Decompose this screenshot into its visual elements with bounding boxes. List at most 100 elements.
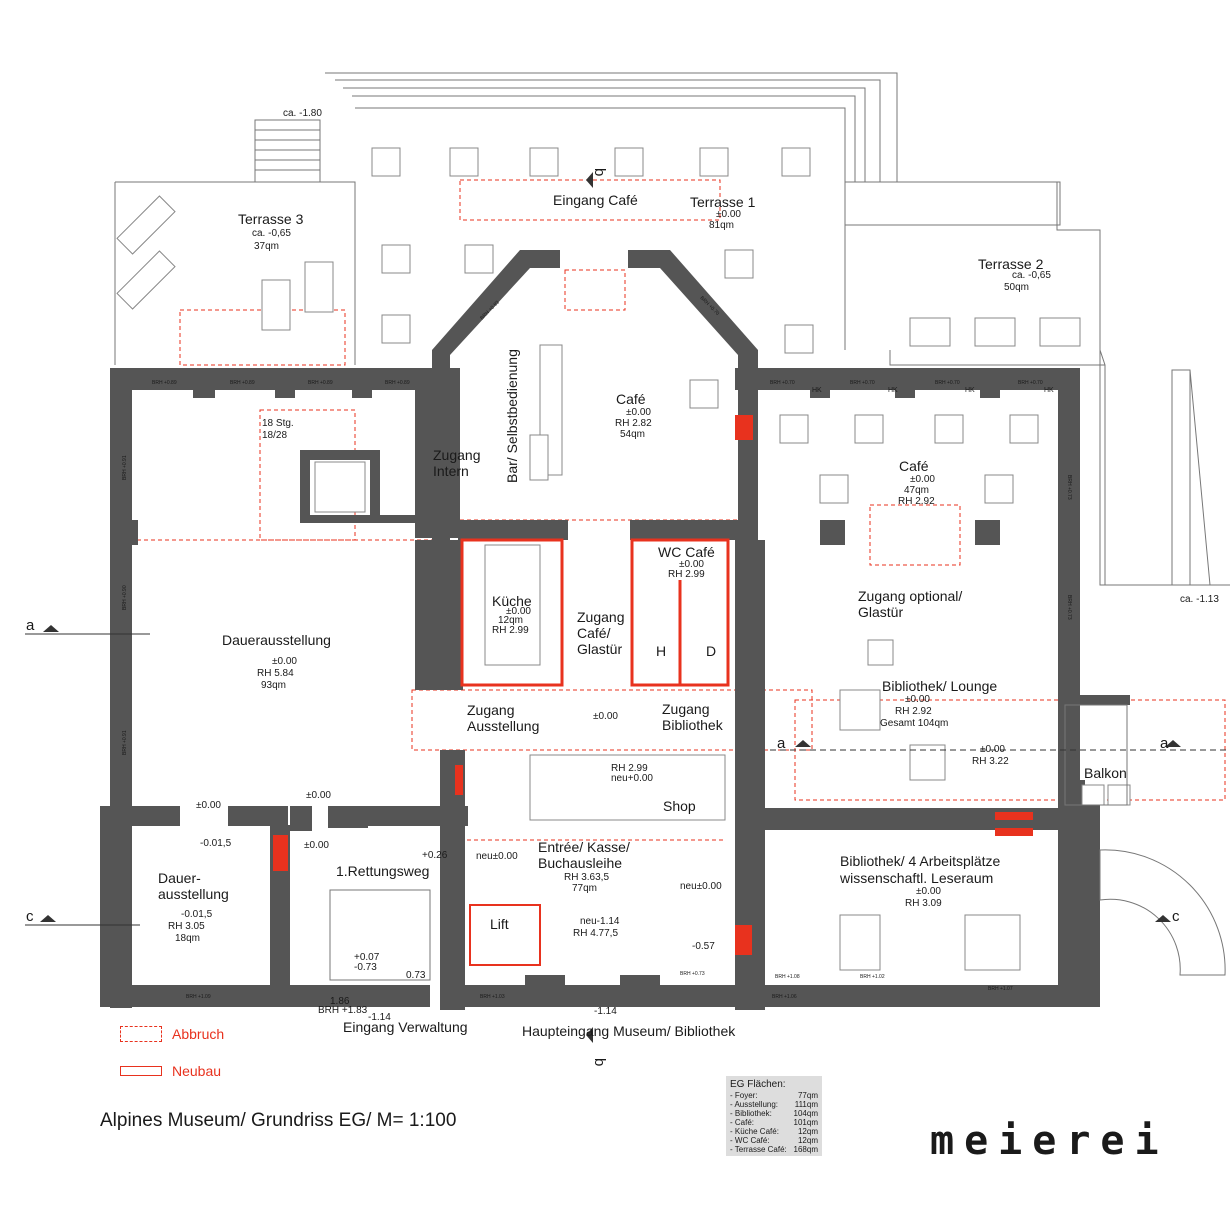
cafe-table — [724, 249, 754, 279]
area-value: 77qm — [797, 1091, 818, 1100]
room-rh: RH 3.09 — [905, 898, 942, 909]
level-mark: ca. -1.80 — [283, 108, 322, 119]
room-rh: RH 2.99 — [611, 763, 648, 774]
area-row: - Küche Café:12qm — [730, 1127, 818, 1136]
legend-swatch-dashed — [120, 1026, 162, 1042]
sill-label: BRH +0.70 — [935, 380, 960, 386]
cafe-table — [854, 414, 884, 444]
terrace-bench — [974, 317, 1016, 347]
sill-label: BRH +0.73 — [1066, 475, 1072, 500]
legend-new-build: Neubau — [120, 1063, 221, 1079]
legend-label: Neubau — [172, 1063, 222, 1079]
room-area: 81qm — [709, 220, 734, 231]
room-name: Bibliothek — [662, 717, 724, 733]
balkon-seat — [1081, 784, 1105, 806]
room-level: ±0.00 — [905, 694, 930, 705]
area-name: - Bibliothek: — [730, 1109, 772, 1118]
room-name: Zugang — [577, 609, 624, 625]
lounge-table — [909, 744, 946, 781]
section-label: c — [1172, 908, 1180, 925]
level-mark: -0.57 — [692, 941, 715, 952]
room-name: Café/ — [577, 625, 611, 641]
cafe-table — [381, 244, 411, 274]
room-level: ±0.00 — [506, 606, 531, 617]
room-level: -0.01,5 — [181, 909, 213, 920]
balkon-rail — [1064, 704, 1128, 806]
labels: ca. -1.80 Terrasse 3 ca. -0,65 37qm Eing… — [26, 108, 1219, 1066]
lounger — [116, 195, 176, 255]
lounger — [304, 261, 334, 313]
bar-counter — [529, 434, 549, 481]
room-area: 37qm — [254, 241, 279, 252]
section-markers — [25, 172, 1230, 1043]
room-name: ausstellung — [158, 886, 229, 902]
room-name: Terrasse 3 — [238, 211, 304, 227]
room-level: ±0.00 — [679, 559, 704, 570]
room-level: ±0.00 — [910, 474, 935, 485]
level-mark: +0.26 — [422, 850, 448, 861]
stair-steps: 18 Stg. — [262, 418, 294, 429]
shop-counter — [529, 754, 726, 821]
hk-mark: HK — [965, 387, 975, 394]
level-mark: ±0.00 — [980, 744, 1005, 755]
level-mark: ±0.00 — [196, 800, 221, 811]
room-rh: RH 2.99 — [668, 569, 705, 580]
room-name: Bar/ Selbstbedienung — [504, 349, 520, 483]
level-mark: -1.14 — [594, 1006, 617, 1017]
east-spiral-stair — [1099, 849, 1226, 976]
terrace-bench — [909, 317, 951, 347]
level-mark: ±0.00 — [306, 790, 331, 801]
room-name: Buchausleihe — [538, 855, 622, 871]
room-area: 93qm — [261, 680, 286, 691]
room-rh: RH 2.92 — [895, 706, 932, 717]
lounge-table — [839, 689, 881, 731]
library-desk — [839, 914, 881, 971]
area-table-heading: EG Flächen: — [730, 1079, 786, 1090]
hk-mark: HK — [888, 387, 898, 394]
area-row: - Terrasse Café:168qm — [730, 1145, 818, 1154]
area-name: - Ausstellung: — [730, 1100, 779, 1109]
level-mark: ca. -1.13 — [1180, 594, 1219, 605]
room-area: 47qm — [904, 485, 929, 496]
room-name: Bibliothek/ Lounge — [882, 678, 997, 694]
room-name: Entrée/ Kasse/ — [538, 839, 630, 855]
west-stair — [329, 889, 431, 981]
room-name: Dauerausstellung — [222, 632, 331, 648]
hk-mark: HK — [812, 387, 822, 394]
cafe-table — [371, 147, 401, 177]
legend-swatch-solid — [120, 1066, 162, 1076]
area-row: - Foyer:77qm — [730, 1091, 818, 1100]
building-walls — [100, 250, 1130, 1010]
terrace-bench — [1039, 317, 1081, 347]
level-mark: neu±0.00 — [680, 881, 722, 892]
room-name: Zugang optional/ — [858, 588, 962, 604]
lounger — [261, 279, 291, 331]
sill-label: BRH +0.91 — [122, 455, 128, 480]
sill-label: BRH +0.90 — [122, 585, 128, 610]
room-level: ±0.00 — [626, 407, 651, 418]
room-rh: RH 3.05 — [168, 921, 205, 932]
cafe-table — [934, 414, 964, 444]
room-rh: RH 3.63,5 — [564, 872, 609, 883]
room-area: 50qm — [1004, 282, 1029, 293]
room-rh: RH 2.82 — [615, 418, 652, 429]
area-value: 12qm — [797, 1136, 818, 1145]
room-level: ca. -0,65 — [1012, 270, 1051, 281]
room-name: Glastür — [858, 604, 903, 620]
lounger — [116, 250, 176, 310]
level-mark: ±0.00 — [593, 711, 618, 722]
entrance-label: Haupteingang Museum/ Bibliothek — [522, 1023, 736, 1039]
section-label: a — [26, 617, 35, 634]
room-name: Glastür — [577, 641, 622, 657]
level-mark: 0.73 — [406, 970, 426, 981]
section-label: b — [591, 1058, 608, 1066]
sill-label: BRH +0.73 — [1066, 595, 1072, 620]
room-rh: RH 4.77,5 — [573, 928, 618, 939]
section-label: a — [777, 735, 786, 752]
room-name: WC Café — [658, 544, 715, 560]
room-area: 12qm — [498, 615, 523, 626]
cafe-table — [689, 379, 719, 409]
area-name: - Terrasse Café: — [730, 1145, 787, 1154]
room-name: 1.Rettungsweg — [336, 863, 429, 879]
